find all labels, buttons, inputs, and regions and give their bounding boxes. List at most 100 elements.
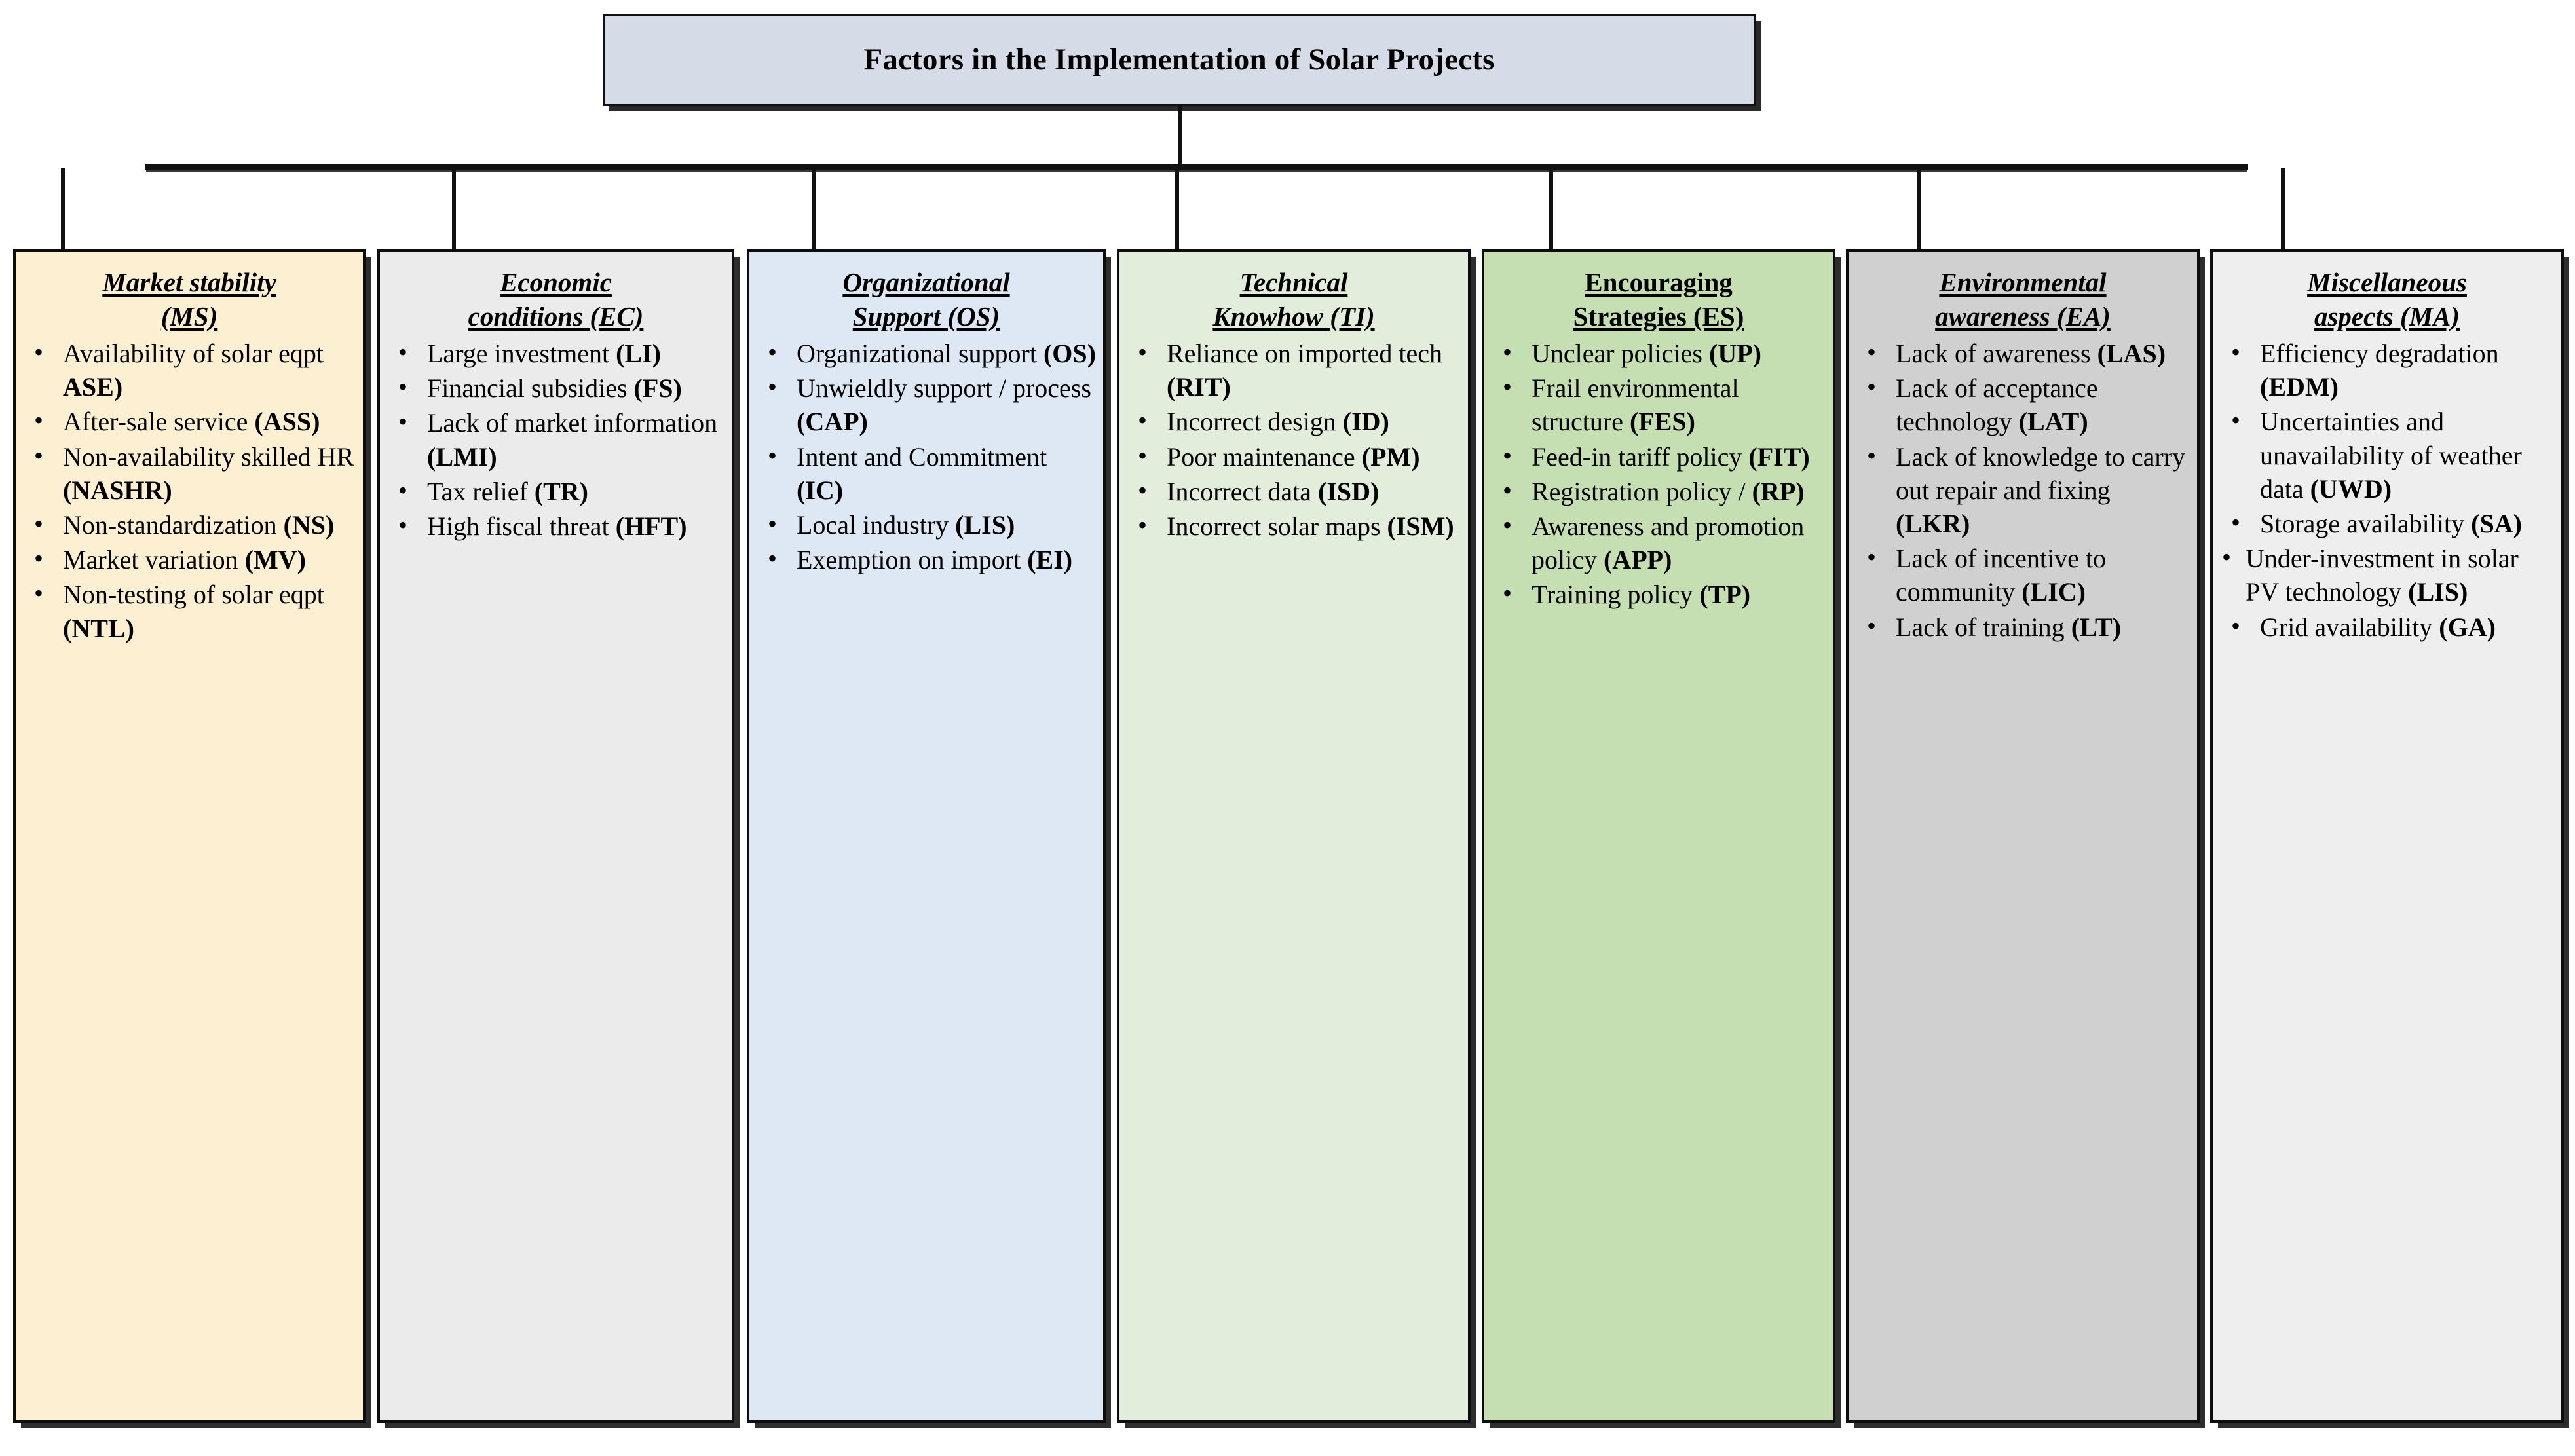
factor-code: (TP) xyxy=(1699,580,1751,610)
factor-label: Under-investment in solar PV technology xyxy=(2246,544,2519,607)
connector-drop-economic-conditions xyxy=(452,168,456,249)
connector-drop-organizational-support xyxy=(812,168,816,249)
list-item[interactable]: Incorrect data (ISD) xyxy=(1126,474,1461,508)
list-item[interactable]: Market variation (MV) xyxy=(22,542,356,576)
list-item[interactable]: Unwieldly support / process (CAP) xyxy=(756,370,1097,438)
factor-label: Lack of acceptance technology xyxy=(1896,373,2098,437)
list-item[interactable]: Lack of training (LT) xyxy=(1855,609,2190,644)
factor-label: Grid availability xyxy=(2260,612,2439,642)
factor-list-miscellaneous-aspects: Efficiency degradation (EDM)Uncertaintie… xyxy=(2219,335,2555,644)
factor-list-technical-knowhow: Reliance on imported tech (RIT)Incorrect… xyxy=(1126,335,1461,543)
factor-label: Lack of knowledge to carry out repair an… xyxy=(1896,441,2186,505)
factor-label: Large investment xyxy=(427,339,616,369)
list-item[interactable]: Lack of awareness (LAS) xyxy=(1855,335,2190,370)
list-item[interactable]: Uncertainties and unavailability of weat… xyxy=(2219,403,2555,506)
factor-list-market-stability: Availability of solar eqpt ASE)After-sal… xyxy=(22,335,356,645)
factor-label: Intent and Commitment xyxy=(797,441,1047,472)
list-item[interactable]: Lack of knowledge to carry out repair an… xyxy=(1855,439,2190,541)
factor-code: (APP) xyxy=(1603,545,1672,575)
list-item[interactable]: Unclear policies (UP) xyxy=(1491,335,1826,370)
list-item[interactable]: Frail environmental structure (FES) xyxy=(1491,370,1826,438)
factor-code: (UP) xyxy=(1709,339,1761,369)
list-item[interactable]: Exemption on import (EI) xyxy=(756,542,1097,576)
list-item[interactable]: After-sale service (ASS) xyxy=(22,403,356,438)
factor-code: (CAP) xyxy=(797,407,868,437)
list-item[interactable]: Large investment (LI) xyxy=(386,335,725,370)
factor-label: Availability of solar eqpt xyxy=(63,339,324,369)
category-box-market-stability[interactable]: Market stability(MS)Availability of sola… xyxy=(13,249,366,1423)
connector-stem xyxy=(1178,106,1182,166)
list-item[interactable]: Lack of market information (LMI) xyxy=(386,405,725,473)
root-node: Factors in the Implementation of Solar P… xyxy=(603,14,1756,106)
factor-label: Exemption on import xyxy=(797,545,1028,575)
list-item[interactable]: Registration policy / (RP) xyxy=(1491,474,1826,508)
list-item[interactable]: Grid availability (GA) xyxy=(2219,609,2555,644)
factor-list-economic-conditions: Large investment (LI)Financial subsidies… xyxy=(386,335,725,543)
factor-code: (NTL) xyxy=(63,613,134,643)
factor-code: (LT) xyxy=(2071,612,2122,642)
factor-label: Unwieldly support / process xyxy=(797,373,1091,403)
list-item[interactable]: Incorrect solar maps (ISM) xyxy=(1126,508,1461,543)
list-item[interactable]: High fiscal threat (HFT) xyxy=(386,508,725,543)
list-item[interactable]: Lack of acceptance technology (LAT) xyxy=(1855,370,2190,438)
category-header-line1: Miscellaneous xyxy=(2307,267,2467,297)
factor-label: Lack of training xyxy=(1896,612,2071,642)
factor-label: High fiscal threat xyxy=(427,511,616,541)
list-item[interactable]: Non-standardization (NS) xyxy=(22,507,356,542)
factor-label: Local industry xyxy=(797,510,956,540)
category-header-line2: Support (OS) xyxy=(852,301,1000,332)
factor-code: (HFT) xyxy=(615,511,687,541)
list-item[interactable]: Efficiency degradation (EDM) xyxy=(2219,335,2555,403)
list-item[interactable]: Non-availability skilled HR (NASHR) xyxy=(22,439,356,507)
list-item[interactable]: Reliance on imported tech (RIT) xyxy=(1126,335,1461,403)
list-item[interactable]: Poor maintenance (PM) xyxy=(1126,439,1461,474)
factor-label: Storage availability xyxy=(2260,508,2472,538)
list-item[interactable]: Lack of incentive to community (LIC) xyxy=(1855,540,2190,608)
category-header-line2: awareness (EA) xyxy=(1935,301,2111,332)
list-item[interactable]: Financial subsidies (FS) xyxy=(386,370,725,405)
list-item[interactable]: Tax relief (TR) xyxy=(386,474,725,508)
list-item[interactable]: Organizational support (OS) xyxy=(756,335,1097,370)
factor-label: Feed-in tariff policy xyxy=(1532,441,1749,472)
factor-code: (TR) xyxy=(534,476,588,506)
factor-label: Reliance on imported tech xyxy=(1167,339,1442,369)
list-item[interactable]: Under-investment in solar PV technology … xyxy=(2219,540,2555,608)
factor-code: (ISD) xyxy=(1317,476,1380,506)
factor-label: Non-standardization xyxy=(63,510,284,540)
list-item[interactable]: Incorrect design (ID) xyxy=(1126,403,1461,438)
factor-code: (LAT) xyxy=(2018,407,2088,437)
category-header-line1: Encouraging xyxy=(1585,267,1733,297)
list-item[interactable]: Availability of solar eqpt ASE) xyxy=(22,335,356,403)
factor-label: Non-availability skilled HR xyxy=(63,441,354,472)
list-item[interactable]: Non-testing of solar eqpt (NTL) xyxy=(22,576,356,644)
list-item[interactable]: Feed-in tariff policy (FIT) xyxy=(1491,439,1826,474)
connector-drop-encouraging-strategies xyxy=(1549,168,1553,249)
factor-code: (FIT) xyxy=(1748,441,1810,472)
factor-code: (RP) xyxy=(1752,476,1805,506)
category-header-line1: Organizational xyxy=(842,267,1010,297)
list-item[interactable]: Training policy (TP) xyxy=(1491,576,1826,611)
factor-code: (ISM) xyxy=(1387,511,1454,541)
factor-code: (RIT) xyxy=(1167,372,1231,402)
list-item[interactable]: Awareness and promotion policy (APP) xyxy=(1491,508,1826,576)
list-item[interactable]: Storage availability (SA) xyxy=(2219,506,2555,540)
factor-label: Lack of awareness xyxy=(1896,339,2097,369)
connector-drop-miscellaneous-aspects xyxy=(2281,168,2285,249)
factor-label: After-sale service xyxy=(63,407,255,437)
list-item[interactable]: Intent and Commitment (IC) xyxy=(756,439,1097,507)
list-item[interactable]: Local industry (LIS) xyxy=(756,507,1097,542)
factor-code: (NS) xyxy=(283,510,335,540)
category-header-line2: (MS) xyxy=(160,301,218,332)
factor-code: (FS) xyxy=(633,373,682,403)
factor-label: Tax relief xyxy=(427,476,535,506)
